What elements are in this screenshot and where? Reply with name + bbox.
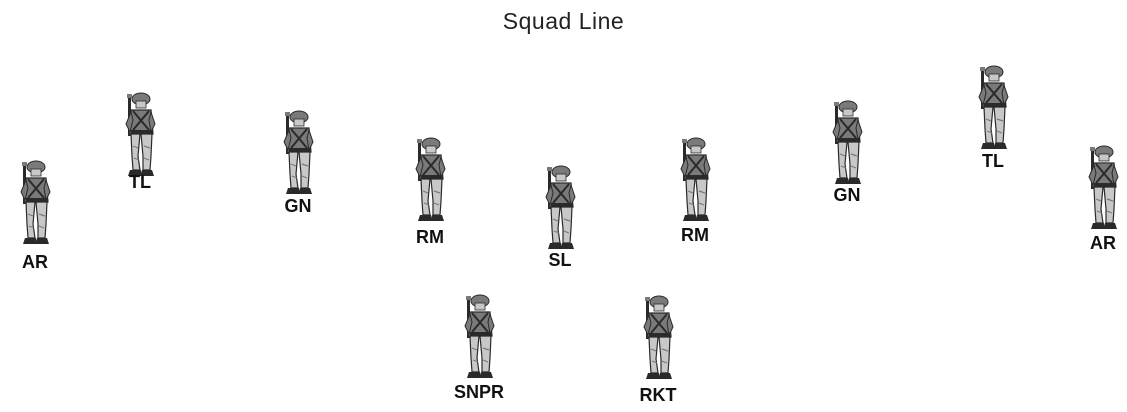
soldier-icon [638, 293, 678, 383]
soldier-icon [15, 158, 55, 248]
soldier-gn-left: GN [263, 108, 333, 228]
soldier-ar-right: AR [1068, 143, 1127, 263]
soldier-label: GN [833, 185, 861, 205]
soldier-tl-right: TL [958, 63, 1028, 183]
diagram-title: Squad Line [502, 8, 625, 34]
soldier-label: RM [416, 227, 444, 247]
soldier-label: AR [1090, 233, 1116, 253]
soldier-icon [540, 163, 580, 253]
soldier-icon [827, 98, 867, 188]
soldier-sl: SL [525, 163, 595, 283]
soldier-rm-right: RM [660, 135, 730, 255]
soldier-label: TL [129, 172, 151, 192]
soldier-icon [120, 90, 160, 180]
soldier-icon [973, 63, 1013, 153]
soldier-rm-left: RM [395, 135, 465, 255]
soldier-label: RM [681, 225, 709, 245]
soldier-icon [1083, 143, 1123, 233]
soldier-gn-right: GN [812, 98, 882, 218]
soldier-label: RKT [639, 385, 677, 405]
soldier-label: TL [982, 151, 1004, 171]
soldier-label: SNPR [453, 382, 504, 402]
soldier-rkt: RKT [623, 293, 693, 412]
soldier-label: SL [548, 250, 572, 270]
soldier-tl-left: TL [105, 90, 175, 210]
soldier-label: GN [284, 196, 312, 216]
soldier-label: AR [22, 252, 48, 272]
soldier-snpr: SNPR [444, 292, 514, 412]
soldier-icon [675, 135, 715, 225]
soldier-icon [459, 292, 499, 382]
soldier-icon [278, 108, 318, 198]
soldier-icon [410, 135, 450, 225]
soldier-ar-left: AR [0, 158, 70, 278]
